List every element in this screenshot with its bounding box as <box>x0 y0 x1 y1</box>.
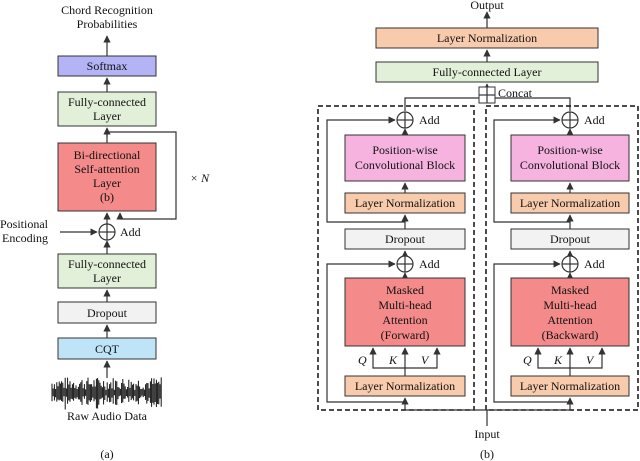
bwd-mha-line3: Attention <box>547 313 592 327</box>
bwd-ln-bottom-label: Layer Normalization <box>520 379 620 393</box>
fwd-mha-line1: Masked <box>386 283 424 297</box>
softmax-label: Softmax <box>87 59 128 73</box>
fwd-residual-bottom <box>326 260 405 403</box>
bwd-mha-line2: Multi-head <box>543 298 596 312</box>
cqt-label: CQT <box>95 342 120 356</box>
caption-b: (b) <box>480 447 494 461</box>
forward-block <box>317 105 475 411</box>
bwd-q-label: Q <box>523 353 532 367</box>
fwd-dropout-label: Dropout <box>385 232 426 246</box>
fwd-q-label: Q <box>358 353 367 367</box>
attention-box <box>57 142 157 212</box>
attn-line4: (b) <box>100 190 114 204</box>
output-title-line2: Probabilities <box>77 17 138 31</box>
bwd-k-label: K <box>553 353 563 367</box>
bwd-ln-bottom-box <box>510 375 630 397</box>
attn-line1: Bi-directional <box>74 148 141 162</box>
fwd-ln-bottom-label: Layer Normalization <box>355 379 455 393</box>
fwd-mha-line2: Multi-head <box>378 298 431 312</box>
panel-a: Chord Recognition Probabilities Softmax … <box>0 3 210 461</box>
bwd-add-mid-label: Add <box>584 257 605 271</box>
bwd-ln-mid-label: Layer Normalization <box>520 196 620 210</box>
backward-column: Add Position-wise Convolutional Block La… <box>493 111 630 410</box>
fwd-pw-line2: Convolutional Block <box>355 158 455 172</box>
bwd-dropout-label: Dropout <box>550 232 591 246</box>
fc-top-line1: Fully-connected <box>68 95 146 109</box>
fwd-residual-top <box>326 116 405 223</box>
forward-column: Add Position-wise Convolutional Block La… <box>326 111 466 410</box>
attn-line3: Layer <box>93 176 121 190</box>
top-fc-label: Fully-connected Layer <box>433 65 542 79</box>
fc-bottom-line1: Fully-connected <box>68 257 146 271</box>
bwd-pw-line2: Convolutional Block <box>520 158 620 172</box>
panel-b: Output Layer Normalization Fully-connect… <box>317 0 639 461</box>
fwd-ln-mid-box <box>344 192 466 214</box>
left-to-concat <box>404 97 479 111</box>
concat-label: Concat <box>498 86 533 100</box>
attn-line2: Self-attention <box>74 162 139 176</box>
top-fc-box <box>375 61 599 83</box>
bwd-mha-box <box>510 277 630 347</box>
output-title-line1: Chord Recognition <box>61 3 153 17</box>
fc-top-line2: Layer <box>93 109 121 123</box>
bwd-residual-bottom <box>493 260 570 403</box>
bwd-pw-box <box>510 134 630 182</box>
bwd-add-top-label: Add <box>584 113 605 127</box>
repeat-loop <box>106 131 177 220</box>
input-split <box>405 409 570 426</box>
fwd-pw-line1: Position-wise <box>372 143 437 157</box>
bwd-ln-mid-box <box>510 192 630 214</box>
waveform-icon <box>51 377 162 410</box>
fwd-ln-mid-label: Layer Normalization <box>355 196 455 210</box>
bwd-mha-line1: Masked <box>551 283 589 297</box>
top-layer-norm-box <box>375 27 599 49</box>
fwd-pw-box <box>344 134 466 182</box>
softmax-box <box>57 55 157 77</box>
positional-line1: Positional <box>0 217 49 231</box>
input-label: Input <box>474 427 500 441</box>
fwd-add-mid-label: Add <box>419 257 440 271</box>
bwd-v-label: V <box>586 353 595 367</box>
bwd-mha-backward: (Backward) <box>542 328 599 342</box>
fwd-add-top-label: Add <box>419 113 440 127</box>
dropout-label: Dropout <box>87 306 128 320</box>
fwd-dropout-box <box>344 228 466 250</box>
fwd-mha-line3: Attention <box>382 313 427 327</box>
top-layer-norm-label: Layer Normalization <box>437 31 537 45</box>
cqt-box <box>57 337 157 360</box>
bwd-residual-top <box>493 116 570 223</box>
dropout-box <box>57 301 157 324</box>
positional-line2: Encoding <box>2 231 48 245</box>
bwd-pw-line1: Position-wise <box>537 143 602 157</box>
raw-audio-label: Raw Audio Data <box>67 409 148 423</box>
fwd-mha-forward: (Forward) <box>381 328 430 342</box>
fc-bottom-box <box>57 253 157 289</box>
repeat-label: × N <box>190 171 210 185</box>
fc-bottom-line2: Layer <box>93 271 121 285</box>
fwd-ln-bottom-box <box>344 375 466 397</box>
caption-a: (a) <box>100 447 113 461</box>
add-label: Add <box>120 225 141 239</box>
fc-top-box <box>57 91 157 127</box>
bwd-dropout-box <box>510 228 630 250</box>
fwd-v-label: V <box>421 353 430 367</box>
output-label: Output <box>470 0 504 12</box>
fwd-mha-box <box>344 277 466 347</box>
fwd-k-label: K <box>388 353 398 367</box>
